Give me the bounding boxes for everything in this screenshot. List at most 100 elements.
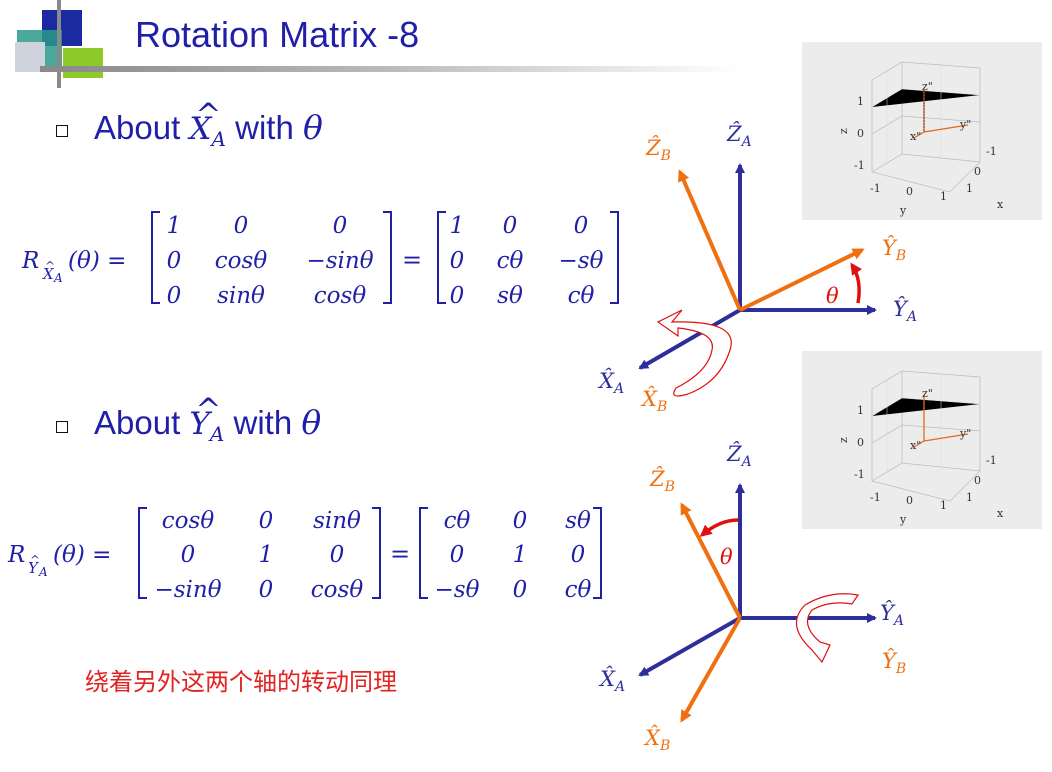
svg-text:x: x bbox=[997, 198, 1004, 211]
matrix-cell: 0 bbox=[450, 542, 465, 568]
axis-yb bbox=[739, 248, 865, 312]
svg-text:θ: θ bbox=[720, 545, 733, 569]
svg-text:-1: -1 bbox=[986, 454, 997, 467]
matrix-cell: −sθ bbox=[435, 577, 480, 603]
svg-text:1: 1 bbox=[857, 95, 864, 108]
axis-zb bbox=[680, 502, 742, 619]
matrix-cell: 0 bbox=[333, 213, 348, 239]
svg-text:ẐA: ẐA bbox=[726, 122, 752, 150]
svg-text:-1: -1 bbox=[854, 468, 865, 481]
svg-text:A: A bbox=[38, 565, 48, 579]
svg-text:=: = bbox=[402, 246, 422, 274]
axis-xa bbox=[638, 308, 742, 370]
matrix-cell: 1 bbox=[167, 213, 182, 239]
svg-text:1: 1 bbox=[966, 182, 973, 195]
svg-text:(θ) =: (θ) = bbox=[68, 248, 126, 274]
bullet-with-label: with bbox=[235, 109, 294, 146]
matrix-cell: cθ bbox=[444, 508, 471, 534]
matrix-cell: cosθ bbox=[314, 283, 367, 309]
matrix-cell: 0 bbox=[571, 542, 586, 568]
matrix-cell: sθ bbox=[497, 283, 523, 309]
rotation-diagram-y: ẐA ẐB θ ŶA ŶB X̂A X̂B bbox=[598, 442, 906, 754]
svg-text:X̂B: X̂B bbox=[640, 387, 667, 415]
svg-text:X: X bbox=[42, 265, 55, 283]
svg-text:Y: Y bbox=[28, 559, 40, 577]
svg-text:y": y" bbox=[959, 118, 971, 131]
axis-zb bbox=[678, 169, 742, 311]
axis-sub: A bbox=[211, 127, 226, 152]
matrix-r-label: R bbox=[21, 248, 39, 274]
svg-text:z": z" bbox=[922, 80, 933, 93]
svg-text:z": z" bbox=[922, 387, 933, 400]
svg-text:=: = bbox=[390, 540, 410, 568]
matrix-cell: cosθ bbox=[311, 577, 364, 603]
svg-text:y: y bbox=[899, 513, 907, 526]
axis-xa bbox=[638, 616, 741, 677]
matrix-x-brackets bbox=[151, 211, 619, 304]
matrix-cell: 1 bbox=[259, 542, 274, 568]
svg-text:y: y bbox=[899, 204, 907, 217]
svg-text:ŶA: ŶA bbox=[893, 297, 917, 325]
svg-text:X̂A: X̂A bbox=[597, 369, 624, 397]
matrix-cell: 1 bbox=[513, 542, 528, 568]
svg-text:0: 0 bbox=[906, 185, 913, 198]
svg-text:0: 0 bbox=[857, 436, 864, 449]
svg-text:(θ) =: (θ) = bbox=[53, 542, 111, 568]
svg-text:z: z bbox=[837, 437, 850, 443]
matrix-cell: 0 bbox=[167, 248, 182, 274]
plot-thumbnail-1: z" y" x" 1 0 -1 z -1 0 1 y -1 0 1 x bbox=[802, 42, 1042, 220]
svg-text:x": x" bbox=[910, 130, 921, 143]
matrix-cell: cθ bbox=[568, 283, 595, 309]
svg-text:-1: -1 bbox=[854, 159, 865, 172]
svg-text:-1: -1 bbox=[986, 145, 997, 158]
matrix-cell: −sinθ bbox=[306, 248, 373, 274]
svg-text:z: z bbox=[837, 128, 850, 134]
matrix-cell: sinθ bbox=[217, 283, 265, 309]
rotation-arrow bbox=[656, 309, 732, 397]
plot-thumbnail-2: z" y" x" 1 0 -1 z -1 0 1 y -1 0 1 x bbox=[802, 351, 1042, 529]
svg-text:θ: θ bbox=[826, 284, 839, 308]
matrix-cell: 0 bbox=[181, 542, 196, 568]
rotation-diagram-x: ẐA ẐB ŶB ŶA X̂A X̂B θ bbox=[597, 122, 917, 415]
theta-arc bbox=[850, 262, 862, 304]
svg-text:-1: -1 bbox=[870, 491, 881, 504]
svg-text:ẐB: ẐB bbox=[649, 467, 675, 495]
svg-text:ŶB: ŶB bbox=[882, 649, 906, 677]
svg-text:y": y" bbox=[959, 427, 971, 440]
svg-text:ŶA: ŶA bbox=[880, 601, 904, 629]
matrix-cell: 0 bbox=[259, 577, 274, 603]
svg-text:0: 0 bbox=[857, 127, 864, 140]
svg-text:0: 0 bbox=[974, 474, 981, 487]
bullet-with-label: with bbox=[233, 404, 293, 441]
title-underline bbox=[40, 66, 740, 72]
matrix-cell: 0 bbox=[503, 213, 518, 239]
svg-text:x": x" bbox=[910, 439, 921, 452]
matrix-cell: 0 bbox=[234, 213, 249, 239]
svg-text:0: 0 bbox=[906, 494, 913, 507]
slide-title: Rotation Matrix -8 bbox=[135, 14, 420, 55]
theta-symbol: θ bbox=[301, 403, 322, 442]
matrix-cell: −sinθ bbox=[154, 577, 221, 603]
matrix-cell: sinθ bbox=[313, 508, 361, 534]
svg-text:-1: -1 bbox=[870, 182, 881, 195]
svg-text:R: R bbox=[7, 542, 25, 568]
rotation-arrow bbox=[796, 593, 860, 664]
bullet-about-x: About X^A with θ bbox=[94, 97, 323, 152]
logo-decoration bbox=[15, 0, 115, 90]
svg-text:1: 1 bbox=[940, 190, 947, 203]
matrix-cell: 0 bbox=[450, 248, 465, 274]
bullet-about-label: About bbox=[94, 404, 181, 441]
matrix-cell: 0 bbox=[513, 508, 528, 534]
matrix-cell: 1 bbox=[450, 213, 465, 239]
matrix-cell: 0 bbox=[330, 542, 345, 568]
matrix-cell: 0 bbox=[513, 577, 528, 603]
bullet-about-y: About Y^A with θ bbox=[94, 392, 322, 447]
matrix-cell: 0 bbox=[167, 283, 182, 309]
matrix-cell: −sθ bbox=[559, 248, 604, 274]
matrix-cell: sθ bbox=[565, 508, 591, 534]
svg-text:ŶB: ŶB bbox=[882, 236, 906, 264]
svg-text:1: 1 bbox=[940, 499, 947, 512]
bullet-marker bbox=[56, 421, 68, 433]
matrix-cell: 0 bbox=[450, 283, 465, 309]
